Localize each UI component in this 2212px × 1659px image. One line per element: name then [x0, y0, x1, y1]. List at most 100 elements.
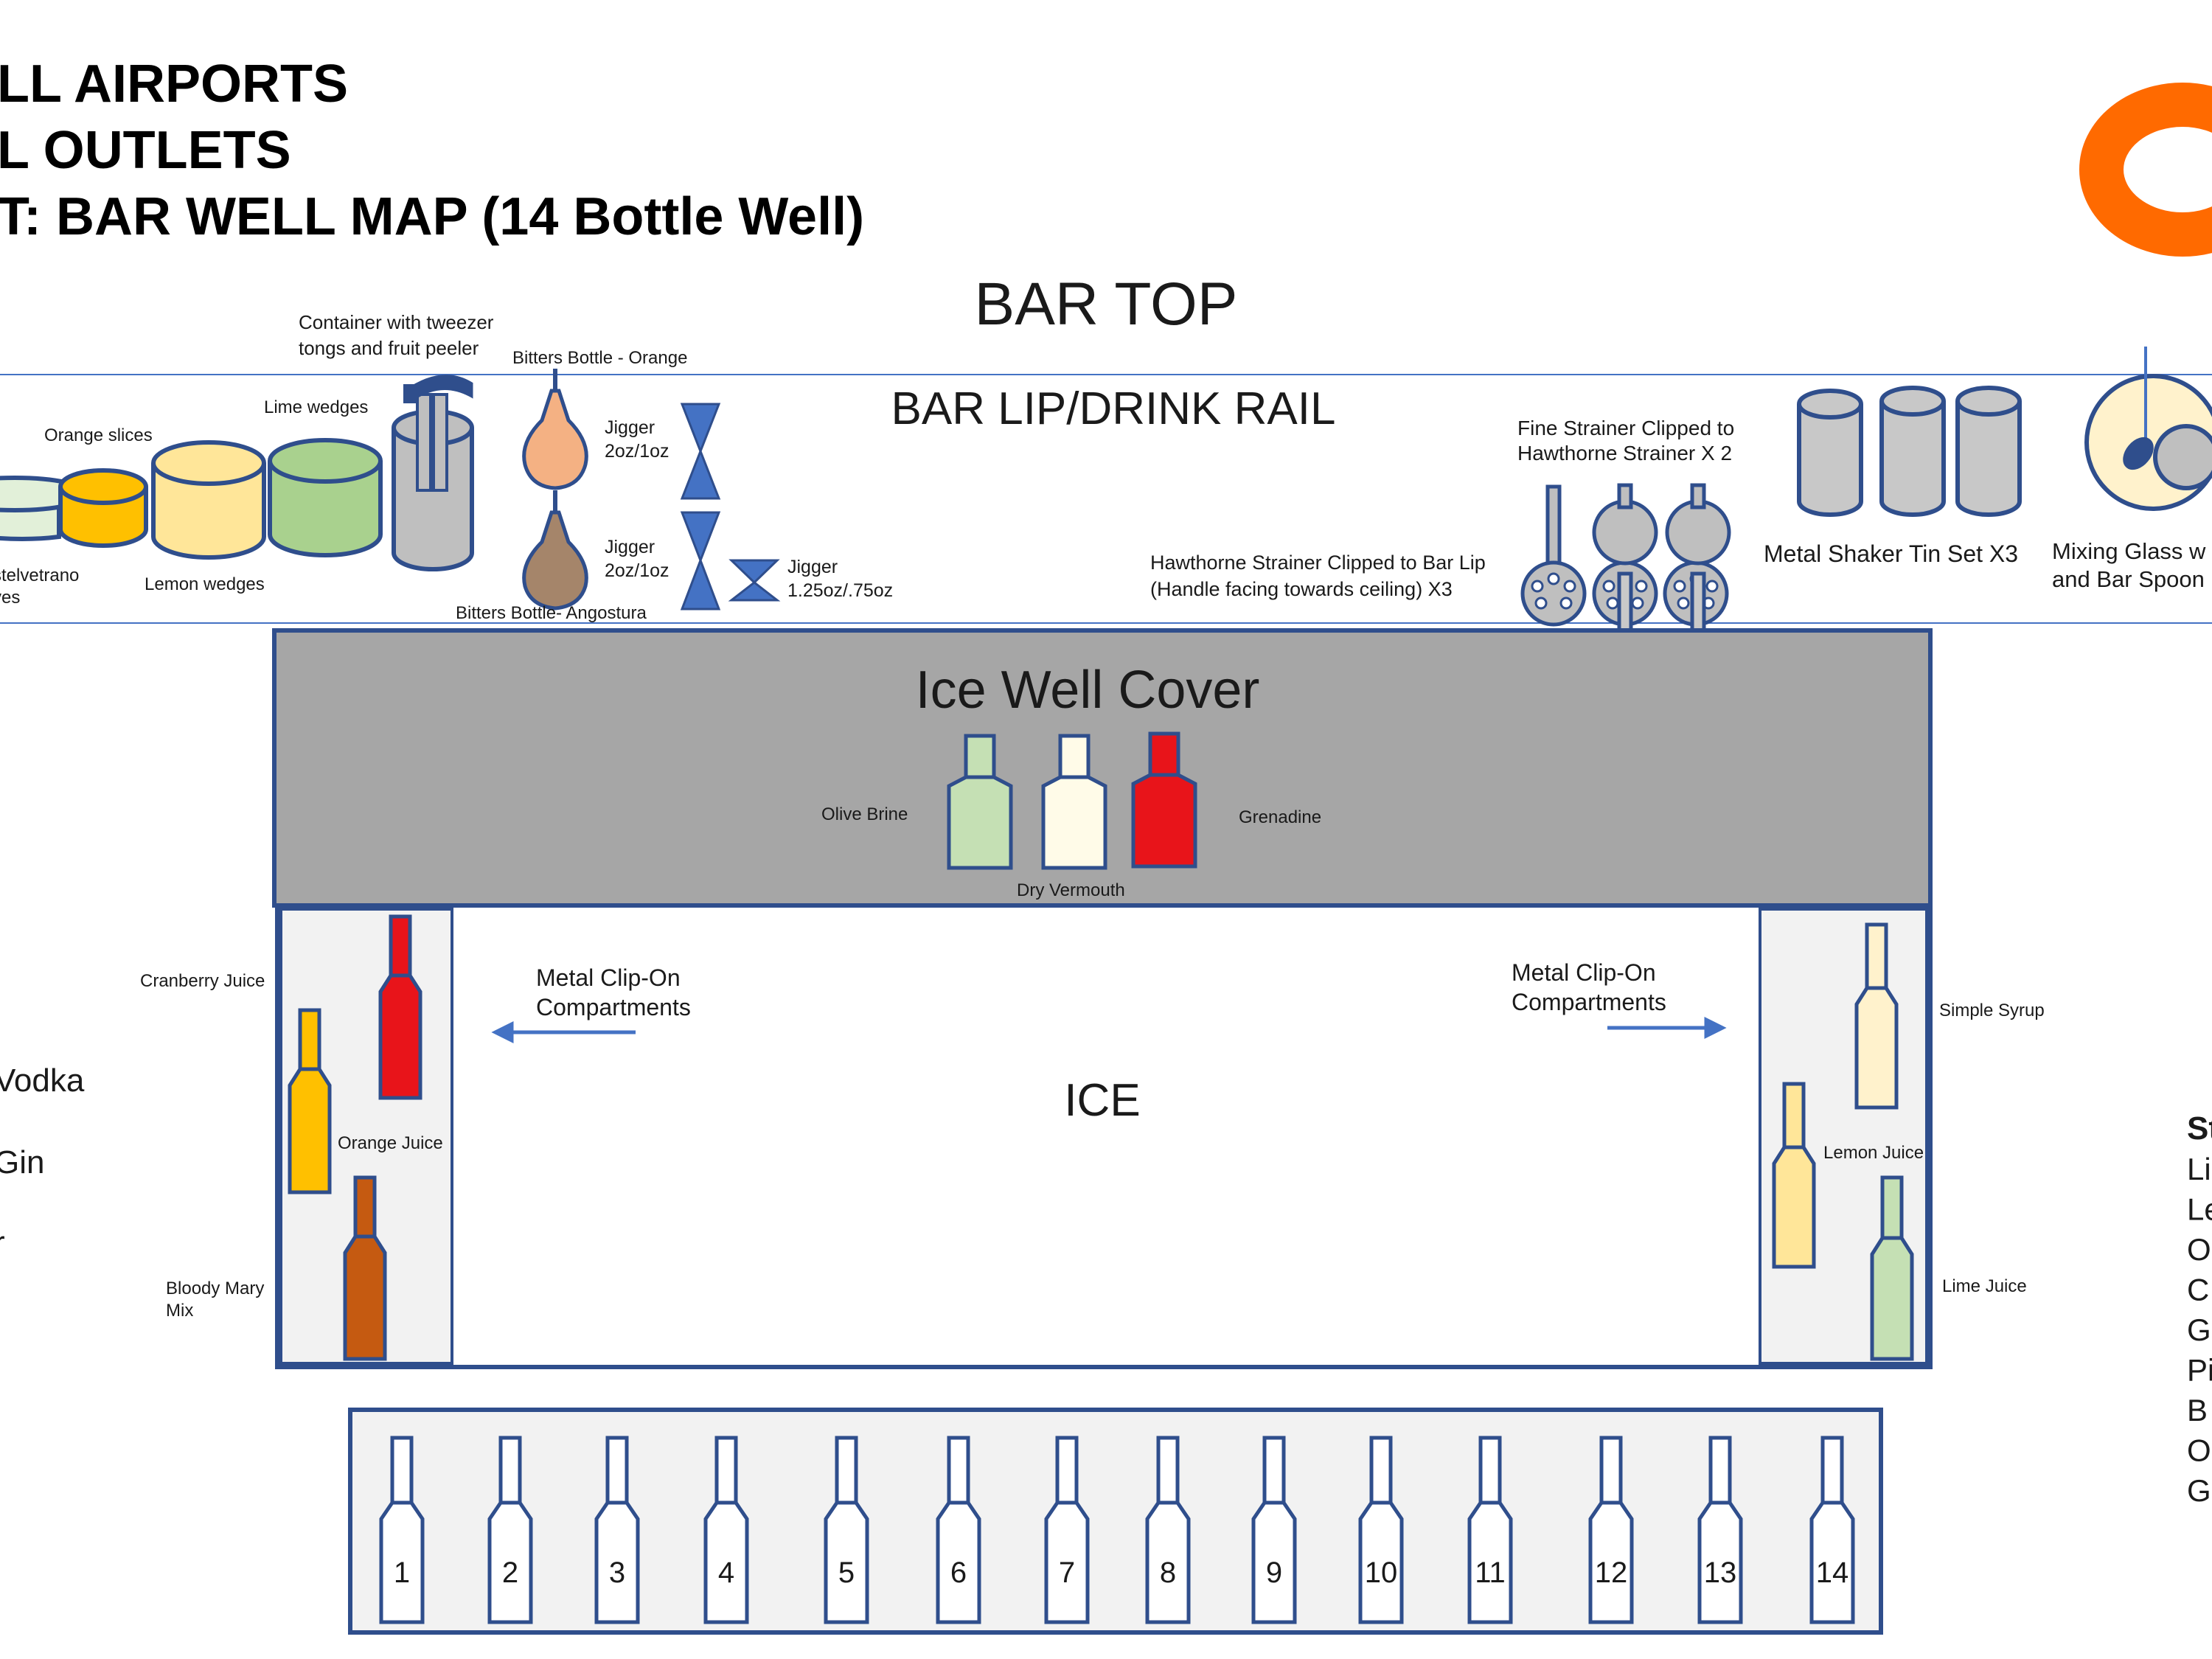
speed-rail-bottle: 9	[1251, 1436, 1297, 1624]
dry-vermouth-label: Dry Vermouth	[1017, 880, 1125, 900]
bottle-position-number: 9	[1266, 1557, 1282, 1589]
hawthorne-strainer-icon	[1520, 484, 1587, 627]
castelvetrano-label-1: stelvetrano	[0, 566, 79, 585]
jigger-label: Jigger	[605, 537, 655, 557]
well-list-gin: Gin	[0, 1144, 44, 1180]
container-label-1: Container with tweezer	[299, 311, 494, 333]
left-compartment-note-2: Compartments	[536, 994, 691, 1020]
shaker-tin-icon	[1955, 386, 2022, 517]
title-line-3: T: BAR WELL MAP (14 Bottle Well)	[0, 187, 864, 246]
jigger-size-label: 1.25oz/.75oz	[787, 580, 893, 601]
mixing-glass-label-2: and Bar Spoon	[2052, 566, 2205, 592]
shaker-label: Metal Shaker Tin Set X3	[1764, 540, 2018, 567]
speed-rail-bottle: 2	[487, 1436, 533, 1624]
simple-syrup-label: Simple Syrup	[1939, 1001, 2045, 1020]
speed-rail-bottle: 4	[703, 1436, 749, 1624]
lemon-juice-bottle	[1772, 1082, 1816, 1269]
bitters-orange-label: Bitters Bottle - Orange	[512, 348, 687, 368]
bitters-orange	[522, 369, 588, 490]
bottle-position-number: 13	[1704, 1557, 1737, 1589]
simple-syrup-bottle	[1854, 922, 1899, 1110]
speed-rail-bottle: 12	[1588, 1436, 1634, 1624]
fine-strainer-icon	[1617, 483, 1706, 509]
bottle-position-number: 2	[502, 1557, 518, 1589]
jigger-size-label: 2oz/1oz	[605, 441, 669, 462]
shaker-tin-icon	[1879, 386, 1946, 517]
speed-rail-bottle: 10	[1358, 1436, 1404, 1624]
speed-rail-bottle: 13	[1697, 1436, 1743, 1624]
tool-container	[392, 375, 474, 571]
cranberry-juice-bottle	[378, 914, 422, 1100]
bottle-position-number: 11	[1475, 1557, 1506, 1589]
orange-slices-label: Orange slices	[44, 425, 153, 445]
arrow-left-icon	[491, 1020, 636, 1044]
right-list-item: O	[2187, 1433, 2211, 1468]
jigger-label: Jigger	[787, 557, 838, 577]
grenadine-label: Grenadine	[1239, 807, 1321, 827]
right-list-item: C	[2187, 1273, 2209, 1307]
lemon-wedges-label: Lemon wedges	[145, 574, 265, 594]
right-list-heading: St	[2187, 1110, 2212, 1147]
mixing-glass-icon	[2084, 347, 2212, 511]
jigger-size-label: 2oz/1oz	[605, 560, 669, 581]
castelvetrano-label-2: ves	[0, 588, 20, 608]
speed-rail-bottle: 14	[1809, 1436, 1855, 1624]
jigger-label: Jigger	[605, 417, 655, 438]
title-line-2: L OUTLETS	[0, 121, 291, 180]
bloody-mary-label-2: Mix	[166, 1301, 193, 1321]
orange-juice-bottle	[288, 1008, 332, 1194]
right-list-item: G	[2187, 1312, 2211, 1347]
cranberry-juice-label: Cranberry Juice	[140, 971, 265, 991]
bitters-angostura-label: Bitters Bottle- Angostura	[456, 603, 647, 623]
shaker-tin-icon	[1797, 389, 1863, 517]
speed-rail-bottle: 6	[936, 1436, 981, 1624]
bottle-position-number: 10	[1365, 1557, 1398, 1589]
well-list-item: r	[0, 1225, 5, 1261]
speed-rail	[348, 1408, 1883, 1635]
well-list-vodka: Vodka	[0, 1062, 85, 1099]
hawthorne-label-2: (Handle facing towards ceiling) X3	[1150, 578, 1453, 600]
orange-juice-label: Orange Juice	[338, 1133, 443, 1153]
lime-wedges-label: Lime wedges	[264, 397, 368, 417]
right-compartment-note-1: Metal Clip-On	[1512, 959, 1656, 986]
ice-well-cover-label: Ice Well Cover	[916, 661, 1260, 720]
bottle-position-number: 12	[1595, 1557, 1628, 1589]
lime-juice-bottle	[1870, 1175, 1914, 1361]
bitters-angostura	[522, 490, 588, 611]
ice-label: ICE	[1064, 1075, 1140, 1126]
bottle-position-number: 6	[950, 1557, 967, 1589]
right-compartment-note-2: Compartments	[1512, 989, 1666, 1015]
mixing-glass-label-1: Mixing Glass w	[2052, 538, 2206, 564]
bottle-position-number: 1	[394, 1557, 410, 1589]
bottle-position-number: 3	[609, 1557, 625, 1589]
bottle-position-number: 14	[1816, 1557, 1849, 1589]
bar-lip-label: BAR LIP/DRINK RAIL	[891, 383, 1336, 434]
bottle-position-number: 4	[718, 1557, 734, 1589]
right-list-item: G	[2187, 1473, 2211, 1508]
lime-wedges-tub	[268, 438, 383, 557]
brand-logo-icon	[2079, 83, 2212, 257]
hawthorne-strainer-icon	[1592, 484, 1658, 642]
dry-vermouth-bottle	[1041, 734, 1107, 870]
hawthorne-label-1: Hawthorne Strainer Clipped to Bar Lip	[1150, 552, 1486, 574]
container-label-2: tongs and fruit peeler	[299, 337, 479, 359]
right-list-item: Pi	[2187, 1353, 2212, 1388]
bottle-position-number: 5	[838, 1557, 855, 1589]
right-list-item: O	[2187, 1232, 2211, 1267]
right-list-item: Li	[2187, 1152, 2211, 1186]
bar-top-label: BAR TOP	[975, 271, 1238, 338]
bottle-position-number: 8	[1160, 1557, 1176, 1589]
fine-strainer-label-2: Hawthorne Strainer X 2	[1517, 442, 1732, 465]
speed-rail-bottle: 3	[594, 1436, 640, 1624]
olive-brine-bottle	[947, 734, 1013, 870]
speed-rail-bottle: 5	[824, 1436, 869, 1624]
orange-slices-tub	[58, 468, 148, 548]
right-list: LiLeOCGPiBOG	[2187, 1152, 2212, 1508]
jigger-icon	[728, 559, 781, 602]
lemon-wedges-tub	[151, 440, 266, 560]
bloody-mary-mix-bottle	[343, 1175, 387, 1361]
ice-well	[275, 903, 1933, 1369]
grenadine-bottle	[1131, 731, 1197, 869]
